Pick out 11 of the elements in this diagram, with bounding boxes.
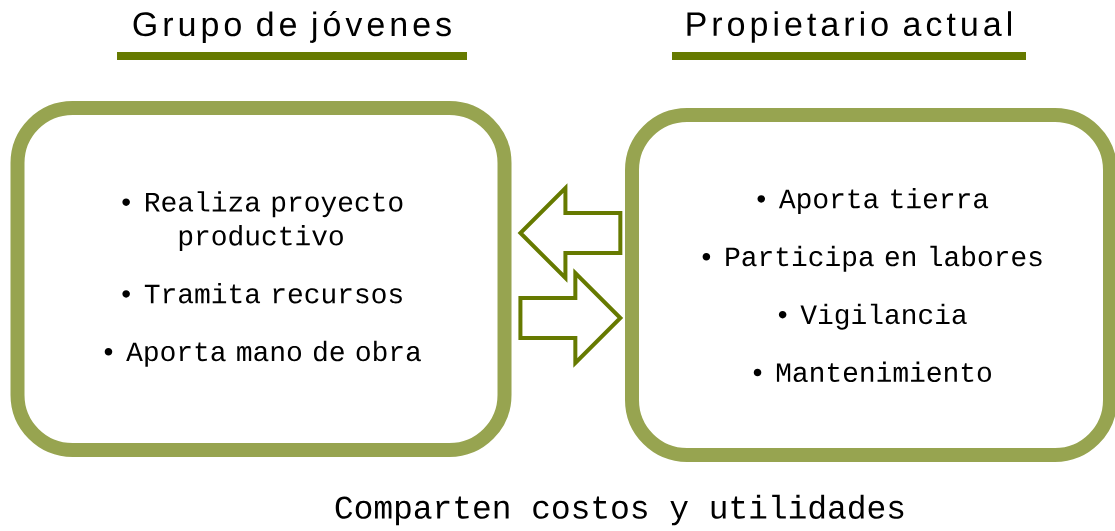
- block-arrow: [518, 268, 624, 368]
- rounded-box: • Realiza proyecto productivo • Tramita recursos • Aporta mano de obra: [10, 101, 512, 457]
- node-label: • Mantenimiento: [753, 361, 991, 383]
- node-label: • Vigilancia: [778, 303, 967, 330]
- node-label: • Participa en labores: [702, 245, 1042, 272]
- heading: Grupo de jóvenes: [133, 11, 451, 43]
- caption-text: Comparten costos y utilidades: [335, 494, 904, 526]
- block-arrow: [517, 183, 623, 283]
- heading: Propietario actual: [687, 11, 1011, 43]
- rounded-box: • Aporta tierra • Participa en labores • Vigilancia • Mantenimiento: [625, 108, 1115, 462]
- node-label: • Aporta tierra: [757, 187, 989, 214]
